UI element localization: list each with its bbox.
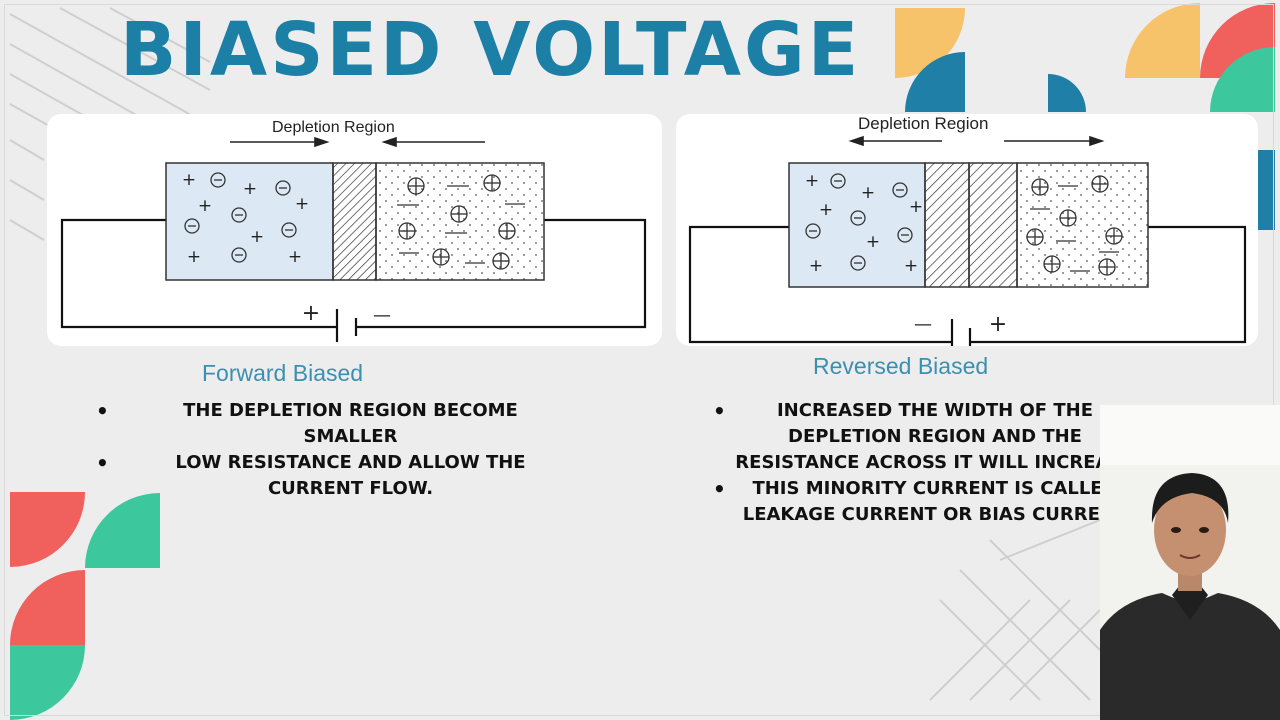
bullet-dot-icon: • [96,451,109,475]
p-side-ions [184,172,297,263]
n-side-ions [398,174,516,270]
svg-text:+: + [819,200,833,220]
n-side-ions [1026,175,1123,276]
bullet-item: • THIS MINORITY CURRENT IS CALLED LEAKAG… [713,476,1135,528]
n-side-electrons [1030,185,1119,272]
depletion-region-label: Depletion Region [272,119,395,136]
p-type-region [165,162,334,281]
bullet-text: THIS MINORITY CURRENT IS CALLED LEAKAGE … [742,478,1128,525]
outward-arrows [848,135,1105,147]
forward-bullet-list: • THE DEPLETION REGION BECOME SMALLER • … [96,398,543,502]
bullet-dot-icon: • [96,399,109,423]
depletion-region-right [968,162,1018,288]
slide-title: BIASED VOLTAGE [120,7,862,93]
svg-text:+: + [861,183,875,203]
svg-text:+: + [288,247,302,267]
reverse-bias-diagram: Depletion Region +++ ++++ [688,114,1247,346]
svg-text:+: + [866,232,880,252]
bullet-dot-icon: • [713,477,726,501]
n-side-electrons [397,185,525,264]
svg-text:+: + [805,171,819,191]
p-side-ions [805,173,913,271]
svg-text:+: + [198,196,212,216]
inward-arrows [230,136,485,148]
svg-text:+: + [243,179,257,199]
quarter-circle-shapes-bottom-left [10,492,160,720]
n-type-region [1016,162,1149,288]
svg-text:+: + [182,170,196,190]
battery-positive-sign: + [989,312,1007,337]
bullet-text: INCREASED THE WIDTH OF THE DEPLETION REG… [735,400,1135,473]
battery-negative-sign: — [914,314,932,335]
forward-bias-diagram-card: Depletion Region +++ ++++ [47,114,662,346]
depletion-region [332,162,377,281]
circuit-wires [60,218,647,342]
svg-text:+: + [187,247,201,267]
forward-bias-diagram: Depletion Region +++ ++++ [60,119,647,342]
bullet-text: THE DEPLETION REGION BECOME SMALLER [183,400,518,447]
reversed-bullet-list: • INCREASED THE WIDTH OF THE DEPLETION R… [713,398,1135,528]
bullet-item: • LOW RESISTANCE AND ALLOW THE CURRENT F… [96,450,543,502]
depletion-region-label: Depletion Region [858,114,988,133]
depletion-region-left [924,162,970,288]
svg-text:+: + [295,194,309,214]
svg-text:+: + [250,227,264,247]
diagonal-line-pattern-bottom-right [929,519,1101,701]
presenter-webcam [1100,405,1280,720]
reverse-bias-diagram-card: Depletion Region +++ ++++ [676,114,1258,346]
battery-negative-sign: — [373,305,391,326]
svg-text:+: + [909,197,923,217]
diagonal-line-pattern-top-left [9,7,211,241]
reversed-biased-caption: Reversed Biased [813,353,989,379]
battery-positive-sign: + [302,301,320,326]
bullet-item: • THE DEPLETION REGION BECOME SMALLER [96,398,543,450]
presenter-webcam-icon [1100,405,1280,720]
forward-biased-caption: Forward Biased [202,360,364,386]
bullet-dot-icon: • [713,399,726,423]
svg-text:+: + [904,256,918,276]
bullet-item: • INCREASED THE WIDTH OF THE DEPLETION R… [713,398,1135,476]
circuit-wires [688,225,1247,346]
quarter-circle-shapes-top-right [895,3,1275,230]
p-side-charges: +++ ++++ [182,170,309,267]
svg-text:+: + [809,256,823,276]
bullet-text: LOW RESISTANCE AND ALLOW THE CURRENT FLO… [175,452,526,499]
p-side-charges: +++ ++++ [805,171,923,276]
